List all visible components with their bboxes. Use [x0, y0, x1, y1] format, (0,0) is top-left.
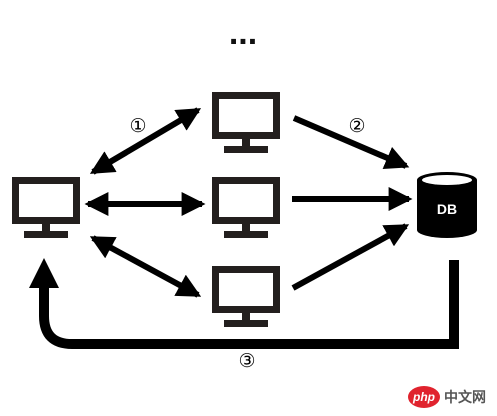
arrow-server-bottom-to-db — [291, 223, 410, 291]
step-label-2: ② — [348, 115, 365, 137]
step-label-3: ③ — [238, 350, 255, 372]
server-monitor-bottom — [212, 266, 280, 327]
server-monitor-middle — [212, 177, 280, 238]
arrow-client-to-server-top — [89, 107, 202, 175]
ellipsis: ... — [229, 14, 257, 52]
arrow-server-top-to-db — [292, 115, 410, 169]
step-label-1: ① — [129, 115, 146, 137]
database-label: DB — [437, 201, 457, 217]
watermark-logo-text: php — [413, 390, 435, 404]
connection-arrows — [84, 107, 413, 298]
watermark: php 中文网 — [408, 384, 492, 410]
return-arrowhead — [29, 258, 59, 288]
php-logo-icon: php — [408, 386, 440, 408]
database-icon — [417, 172, 477, 238]
client-monitor — [12, 177, 80, 238]
server-monitor-top — [212, 92, 280, 153]
watermark-text: 中文网 — [444, 390, 486, 406]
return-path-db-to-client — [39, 260, 459, 349]
arrow-client-to-server-bottom — [89, 235, 202, 298]
